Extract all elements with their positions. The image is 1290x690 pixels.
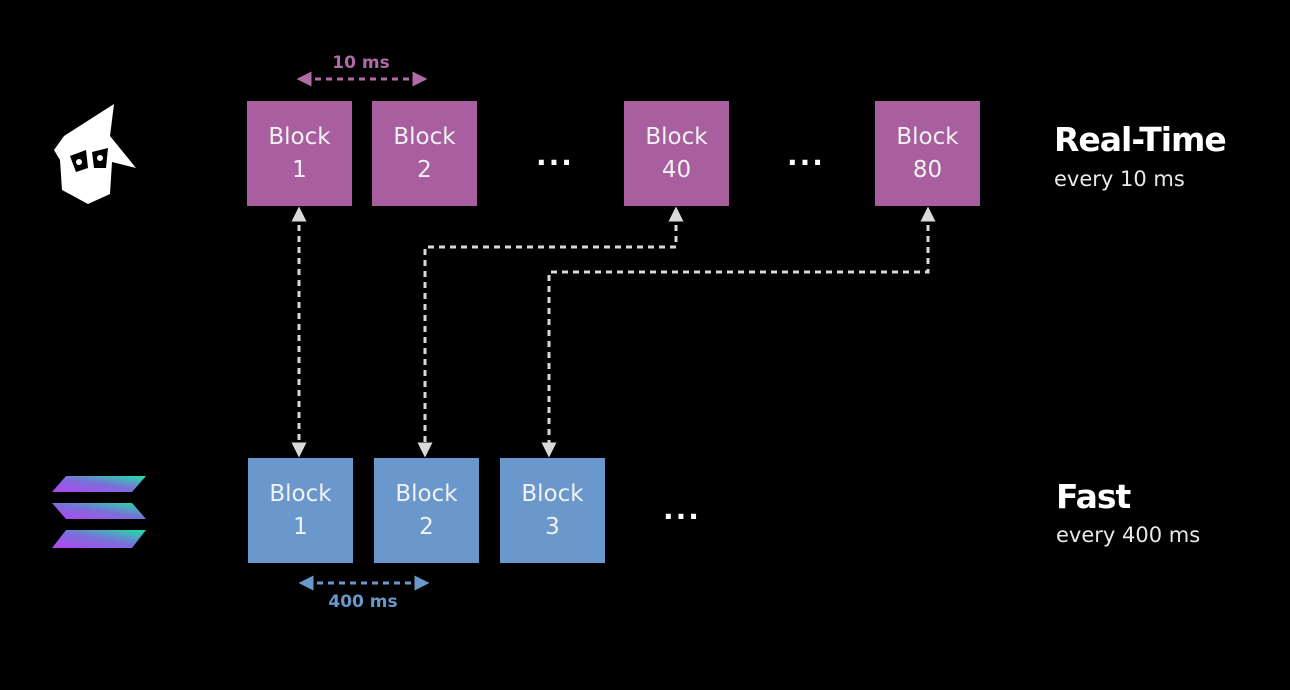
block-number: 2 — [417, 156, 432, 183]
fast-block-2: Block 2 — [374, 458, 479, 563]
fast-block-3: Block 3 — [500, 458, 605, 563]
realtime-interval-label: 10 ms — [332, 53, 390, 73]
realtime-block-1: Block 1 — [247, 101, 352, 206]
fast-interval-label: 400 ms — [328, 592, 398, 612]
block-word: Block — [393, 123, 456, 150]
realtime-block-80: Block 80 — [875, 101, 980, 206]
block-number: 1 — [292, 156, 307, 183]
realtime-ellipsis-2: ... — [787, 139, 825, 172]
block-number: 2 — [419, 513, 434, 540]
realtime-subtitle: every 10 ms — [1054, 167, 1185, 191]
block-word: Block — [521, 480, 584, 507]
realtime-title: Real-Time — [1054, 120, 1227, 159]
block-number: 3 — [545, 513, 560, 540]
fast-title: Fast — [1056, 477, 1131, 516]
block-word: Block — [645, 123, 708, 150]
block-number: 1 — [293, 513, 308, 540]
block-word: Block — [896, 123, 959, 150]
realtime-block-2: Block 2 — [372, 101, 477, 206]
block-number: 40 — [661, 156, 692, 183]
fast-subtitle: every 400 ms — [1056, 523, 1201, 547]
solana-logo-icon — [52, 476, 146, 548]
block-number: 80 — [912, 156, 943, 183]
block-word: Block — [269, 480, 332, 507]
fast-block-1: Block 1 — [248, 458, 353, 563]
block-word: Block — [395, 480, 458, 507]
block-word: Block — [268, 123, 331, 150]
realtime-block-40: Block 40 — [624, 101, 729, 206]
wizard-hat-icon — [54, 104, 136, 204]
realtime-ellipsis-1: ... — [536, 139, 574, 172]
fast-ellipsis: ... — [663, 493, 701, 526]
connector-rt80-fast3 — [541, 206, 936, 458]
